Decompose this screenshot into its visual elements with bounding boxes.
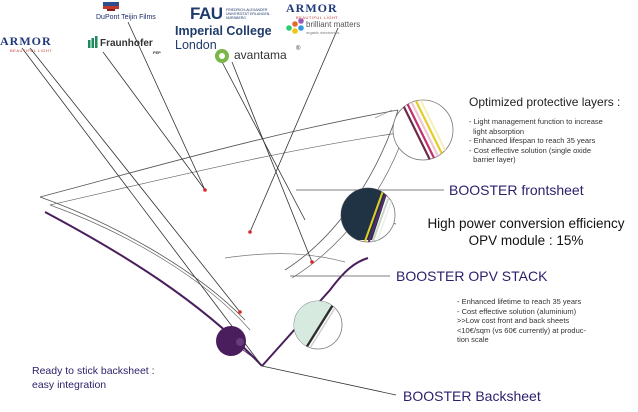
imperial-london-text: London xyxy=(175,38,217,52)
leader-line xyxy=(29,47,241,313)
stack-sheet-outline xyxy=(49,131,406,206)
brilliant-matters-icon xyxy=(286,18,304,34)
dupont-flag-icon xyxy=(103,2,119,11)
armor-logo-right-subtitle: BEAUTIFUL LIGHT xyxy=(296,15,339,20)
backsheet-bullets: - Enhanced lifetime to reach 35 years - … xyxy=(457,297,587,344)
avantama-logo: avantama xyxy=(234,48,287,62)
marker-dot xyxy=(203,188,207,192)
protective-layers-magnifier xyxy=(392,99,454,161)
connector-line xyxy=(261,365,397,396)
brilliant-matters-logo: brilliant matters xyxy=(306,20,361,29)
stack-sheet-outline xyxy=(49,204,251,331)
efficiency-label: High power conversion efficiency OPV mod… xyxy=(427,216,625,248)
fraunhofer-fep-text: FEP xyxy=(153,50,161,55)
protective-layers-title: Optimized protective layers : xyxy=(469,95,621,109)
dupont-teijin-logo: DuPont Teijin Films xyxy=(96,14,156,21)
frontsheet-outline xyxy=(39,109,399,198)
booster-frontsheet-label: BOOSTER frontsheet xyxy=(449,182,584,198)
booster-opv-stack-label: BOOSTER OPV STACK xyxy=(396,268,548,284)
avantama-registered-mark: ® xyxy=(296,46,301,52)
protective-layers-bullets: - Light management function to increase … xyxy=(469,117,603,164)
leader-line xyxy=(127,21,206,191)
frontsheet-outline xyxy=(39,196,246,321)
marker-dot xyxy=(238,310,242,314)
ready-to-stick-label: Ready to stick backsheet : easy integrat… xyxy=(32,365,155,391)
avantama-mark-icon xyxy=(215,49,229,63)
connector-line xyxy=(230,340,259,362)
armor-logo-right: ARMOR xyxy=(286,1,338,15)
leader-line xyxy=(249,27,339,233)
leader-line xyxy=(231,61,313,263)
connector-line xyxy=(374,109,393,119)
leader-line xyxy=(102,51,206,191)
marker-dot xyxy=(248,230,252,234)
brilliant-matters-subtitle: organic electronics xyxy=(306,30,340,35)
marker-dot xyxy=(310,260,314,264)
opv-stack-outline xyxy=(224,253,346,263)
booster-backsheet-label: BOOSTER Backsheet xyxy=(403,388,541,404)
backsheet-edge xyxy=(261,257,369,367)
armor-logo-left-subtitle: BEAUTIFUL LIGHT xyxy=(10,48,53,53)
imperial-college-logo: Imperial College xyxy=(175,24,272,38)
opv-layers-magnifier xyxy=(340,187,396,243)
backsheet-magnifier xyxy=(293,300,343,350)
fraunhofer-logo: Fraunhofer xyxy=(100,38,153,49)
fraunhofer-bars-icon xyxy=(88,36,98,48)
armor-logo-left: ARMOR xyxy=(0,34,52,48)
fau-logo-subtitle: FRIEDRICH-ALEXANDER UNIVERSITÄT ERLANGEN… xyxy=(226,8,271,20)
fau-logo: FAU xyxy=(190,4,223,23)
leader-line xyxy=(21,47,263,367)
